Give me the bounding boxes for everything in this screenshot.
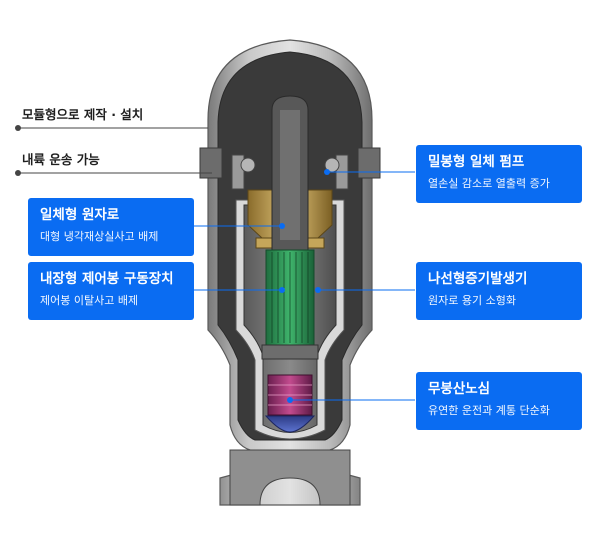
leader-lines xyxy=(18,127,415,401)
label-seismic: 내륙 운송 가능 xyxy=(22,152,100,167)
leader-dots xyxy=(15,125,330,403)
crdm-housing xyxy=(271,95,309,251)
callout-sg-desc: 원자로 용기 소형화 xyxy=(428,294,516,307)
callout-crdm: 내장형 제어봉 구동장치 제어봉 이탈사고 배제 xyxy=(28,262,194,320)
callout-boron-desc: 유연한 운전과 계통 단순화 xyxy=(428,404,550,417)
callout-steam-generator: 나선형증기발생기 원자로 용기 소형화 xyxy=(416,262,582,320)
lower-core xyxy=(264,374,316,433)
support-skirt xyxy=(229,449,351,506)
callout-pump: 밀봉형 일체 펌프 열손실 감소로 열출력 증가 xyxy=(416,145,582,203)
callout-integral-title: 일체형 원자로 xyxy=(40,207,120,223)
callout-pump-title: 밀봉형 일체 펌프 xyxy=(428,154,525,170)
callout-integral-reactor: 일체형 원자로 대형 냉각재상실사고 배제 xyxy=(28,198,194,256)
callout-pump-desc: 열손실 감소로 열출력 증가 xyxy=(428,177,550,190)
callout-sg-title: 나선형증기발생기 xyxy=(428,271,528,287)
label-modular: 모듈형으로 제작 · 설치 xyxy=(22,107,144,122)
callout-integral-desc: 대형 냉각재상실사고 배제 xyxy=(40,230,159,243)
callout-crdm-title: 내장형 제어봉 구동장치 xyxy=(40,271,174,287)
callout-crdm-desc: 제어봉 이탈사고 배제 xyxy=(40,294,139,307)
callout-boron-free-core: 무붕산노심 유연한 운전과 계통 단순화 xyxy=(416,372,582,430)
callout-boron-title: 무붕산노심 xyxy=(428,381,491,397)
flange-bolts xyxy=(199,147,381,190)
fuel-core xyxy=(261,249,319,360)
